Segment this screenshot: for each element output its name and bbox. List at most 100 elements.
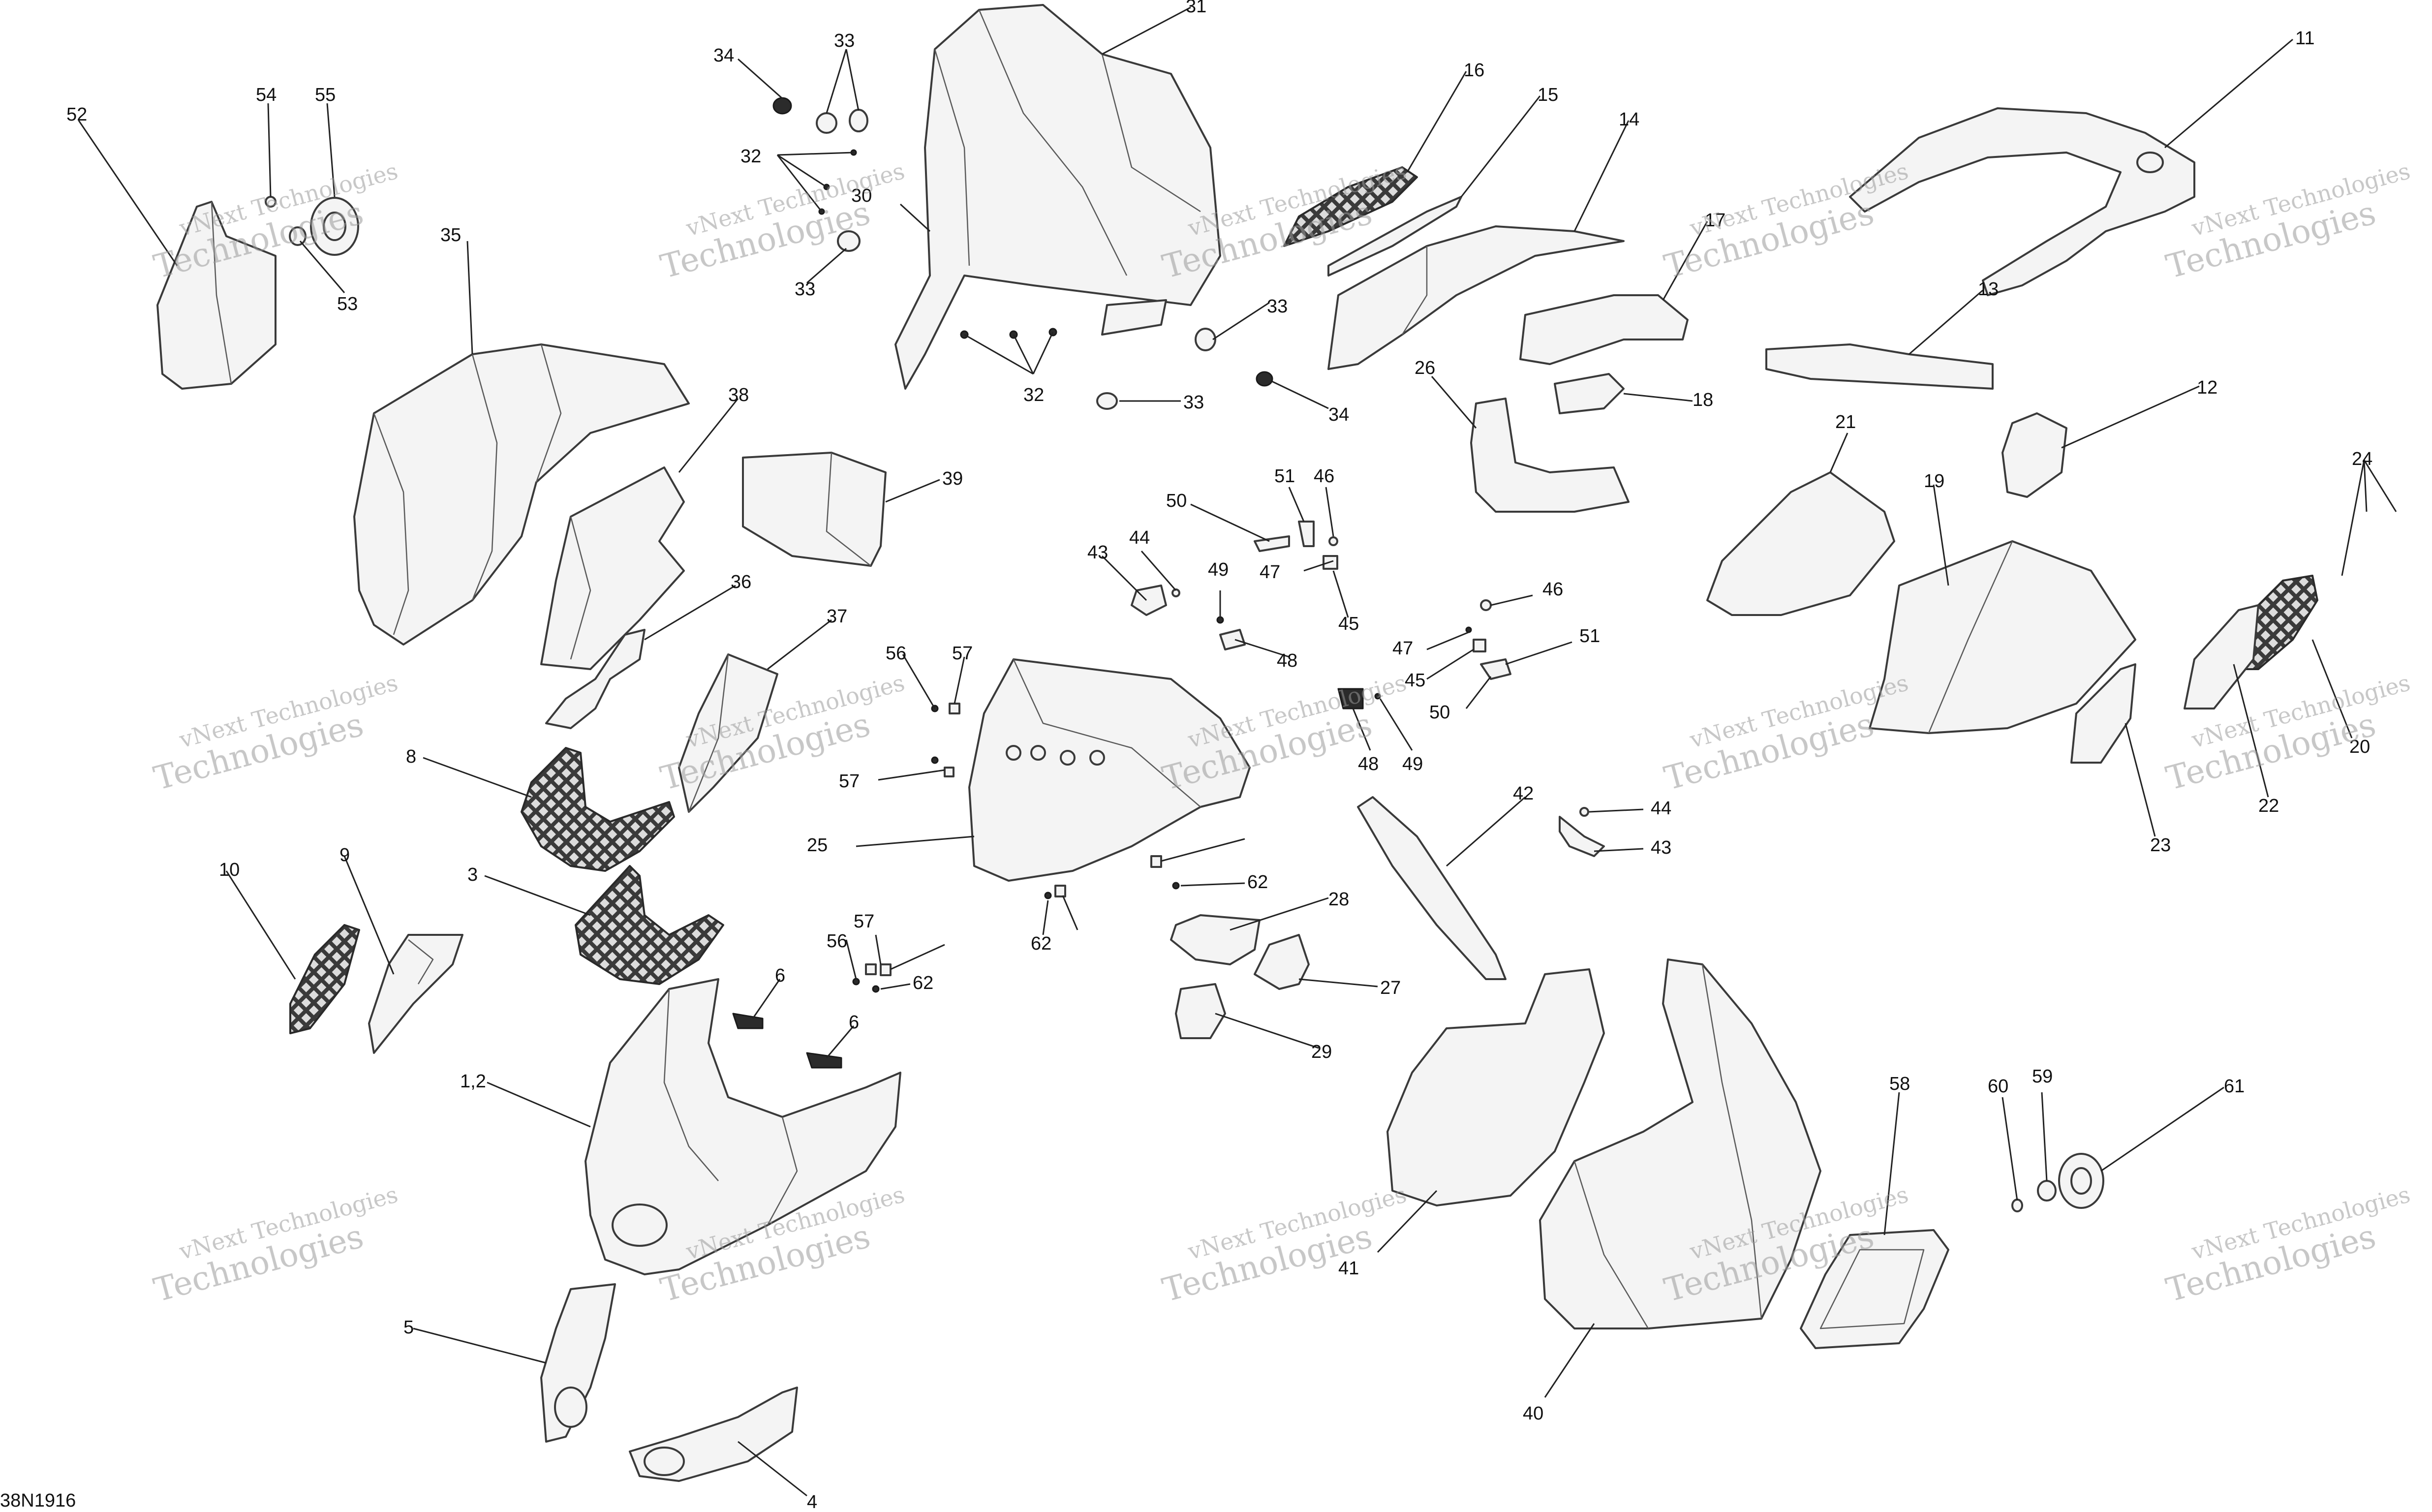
bracket-16-part bbox=[1519, 294, 1689, 365]
screw-61-low-part bbox=[1044, 892, 1052, 899]
front-nose-part bbox=[585, 978, 901, 1275]
callout-36: 37 bbox=[827, 606, 847, 627]
callout-32-left: 33 bbox=[795, 279, 815, 300]
callout-48-right: 49 bbox=[1402, 754, 1423, 774]
callout-51: 52 bbox=[66, 104, 87, 125]
bulb-52-part bbox=[289, 226, 307, 246]
plate-22-part bbox=[2070, 663, 2136, 764]
block-28-part bbox=[1175, 983, 1226, 1039]
callout-labels: 52 54 55 53 34 33 32 30 33 31 32 33 33 3… bbox=[66, 0, 2372, 1512]
callout-50-left: 51 bbox=[1274, 466, 1295, 487]
spring-46-right-part bbox=[1465, 626, 1472, 633]
callout-33-mid: 34 bbox=[1328, 404, 1349, 425]
callout-33-top: 34 bbox=[713, 45, 734, 66]
callout-53: 54 bbox=[256, 85, 277, 105]
callout-40: 41 bbox=[1338, 1258, 1359, 1279]
watermark-13: vNext Technologies Technologies bbox=[1159, 1181, 1410, 1309]
callout-45-right: 46 bbox=[1542, 579, 1563, 600]
callout-39: 40 bbox=[1523, 1403, 1543, 1424]
callout-32-mid: 33 bbox=[1267, 296, 1288, 317]
callout-31-top: 32 bbox=[740, 146, 761, 167]
callout-61-low: 62 bbox=[1031, 933, 1051, 954]
callout-34: 35 bbox=[440, 225, 461, 246]
headlamp-57-part bbox=[1800, 1229, 1949, 1349]
watermark-6: vNext Technologies Technologies bbox=[150, 669, 401, 798]
grommet-32-top-part bbox=[816, 109, 868, 252]
callout-56-top: 57 bbox=[952, 643, 973, 664]
hinge-42-right-part bbox=[1559, 816, 1605, 857]
callout-14: 15 bbox=[1538, 85, 1558, 105]
latch-6-top-part bbox=[732, 1013, 764, 1029]
bulb-socket-54-part bbox=[310, 197, 359, 256]
callout-59: 60 bbox=[1988, 1076, 2008, 1097]
windshield-part bbox=[894, 4, 1221, 390]
callout-61-left: 62 bbox=[913, 973, 933, 993]
callout-22: 23 bbox=[2150, 835, 2171, 856]
callout-28: 29 bbox=[1311, 1042, 1332, 1062]
side-grille-9-part bbox=[289, 924, 360, 1034]
callout-13: 14 bbox=[1619, 109, 1639, 130]
callout-26: 27 bbox=[1380, 978, 1401, 998]
clip-48-left-part bbox=[1216, 616, 1224, 624]
spring-50-left-part bbox=[1298, 521, 1315, 547]
watermark-4: vNext Technologies Technologies bbox=[1661, 157, 1911, 286]
latch-47-right-part bbox=[1337, 688, 1364, 710]
bar-12-part bbox=[1765, 343, 1994, 390]
callout-45-left: 46 bbox=[1314, 466, 1334, 487]
callout-11: 12 bbox=[2197, 377, 2217, 398]
screw-43-right-part bbox=[1579, 807, 1589, 817]
center-housing-part bbox=[968, 658, 1251, 882]
leader-lines bbox=[78, 6, 2397, 1497]
callout-15: 16 bbox=[1464, 60, 1484, 81]
screw-55-low-part bbox=[852, 978, 860, 986]
mesh-frame-7-part bbox=[521, 747, 675, 872]
bracket-25-part bbox=[1470, 398, 1630, 513]
grommet-32-mid-part bbox=[1096, 328, 1216, 410]
clip-block-11-part bbox=[2001, 412, 2067, 498]
callout-37: 38 bbox=[728, 385, 749, 405]
screw-55-mid-part bbox=[931, 756, 939, 764]
watermark-5: vNext Technologies Technologies bbox=[2162, 157, 2413, 286]
right-cowl-39-part bbox=[1539, 958, 1821, 1329]
bracket-35-part bbox=[545, 629, 646, 729]
callout-1-2: 1,2 bbox=[460, 1071, 486, 1092]
callout-17: 18 bbox=[1693, 390, 1713, 410]
hinge-42-left-part bbox=[1131, 585, 1167, 616]
callout-55-low: 56 bbox=[827, 931, 847, 952]
callout-56-low: 57 bbox=[854, 911, 874, 932]
clip-31-bottom-part bbox=[960, 328, 1057, 339]
callout-56-mid: 57 bbox=[839, 771, 860, 792]
block-17-part bbox=[1554, 373, 1625, 414]
fastener-33-mid-part bbox=[1256, 371, 1273, 387]
callout-4: 4 bbox=[807, 1492, 817, 1512]
callout-16: 17 bbox=[1705, 210, 1725, 231]
callout-35: 36 bbox=[731, 572, 751, 592]
rear-frame-10-part bbox=[1849, 107, 2195, 296]
bracket-41-part bbox=[1357, 796, 1507, 980]
callout-49-left: 50 bbox=[1166, 491, 1187, 511]
screw-43-left-part bbox=[1171, 588, 1180, 597]
callout-54: 55 bbox=[315, 85, 336, 105]
nut-56-low-part bbox=[865, 963, 877, 975]
nut-56-top-part bbox=[949, 703, 960, 714]
watermark-8: vNext Technologies Technologies bbox=[1159, 669, 1410, 798]
callout-50-right: 51 bbox=[1579, 626, 1600, 647]
fastener-33-part bbox=[772, 97, 792, 115]
callout-21: 22 bbox=[2258, 796, 2279, 816]
callout-52: 53 bbox=[337, 294, 358, 314]
left-light-housing-part bbox=[156, 201, 277, 390]
callout-44-left: 45 bbox=[1338, 614, 1359, 634]
callout-5: 5 bbox=[403, 1317, 414, 1338]
callout-48-left: 49 bbox=[1208, 559, 1229, 580]
left-side-panel-part bbox=[353, 343, 690, 646]
nut-56-mid-part bbox=[944, 767, 954, 777]
watermark-9: vNext Technologies Technologies bbox=[1661, 669, 1911, 798]
latch-49-left-part bbox=[1254, 535, 1290, 552]
callout-46-left: 47 bbox=[1260, 562, 1280, 583]
callout-27: 28 bbox=[1328, 889, 1349, 910]
callout-8: 9 bbox=[339, 845, 350, 865]
callout-42-left: 43 bbox=[1087, 542, 1108, 563]
clip-62-left-part bbox=[880, 963, 892, 976]
latch-6-bottom-part bbox=[806, 1052, 842, 1069]
cap-26-part bbox=[1254, 934, 1310, 990]
